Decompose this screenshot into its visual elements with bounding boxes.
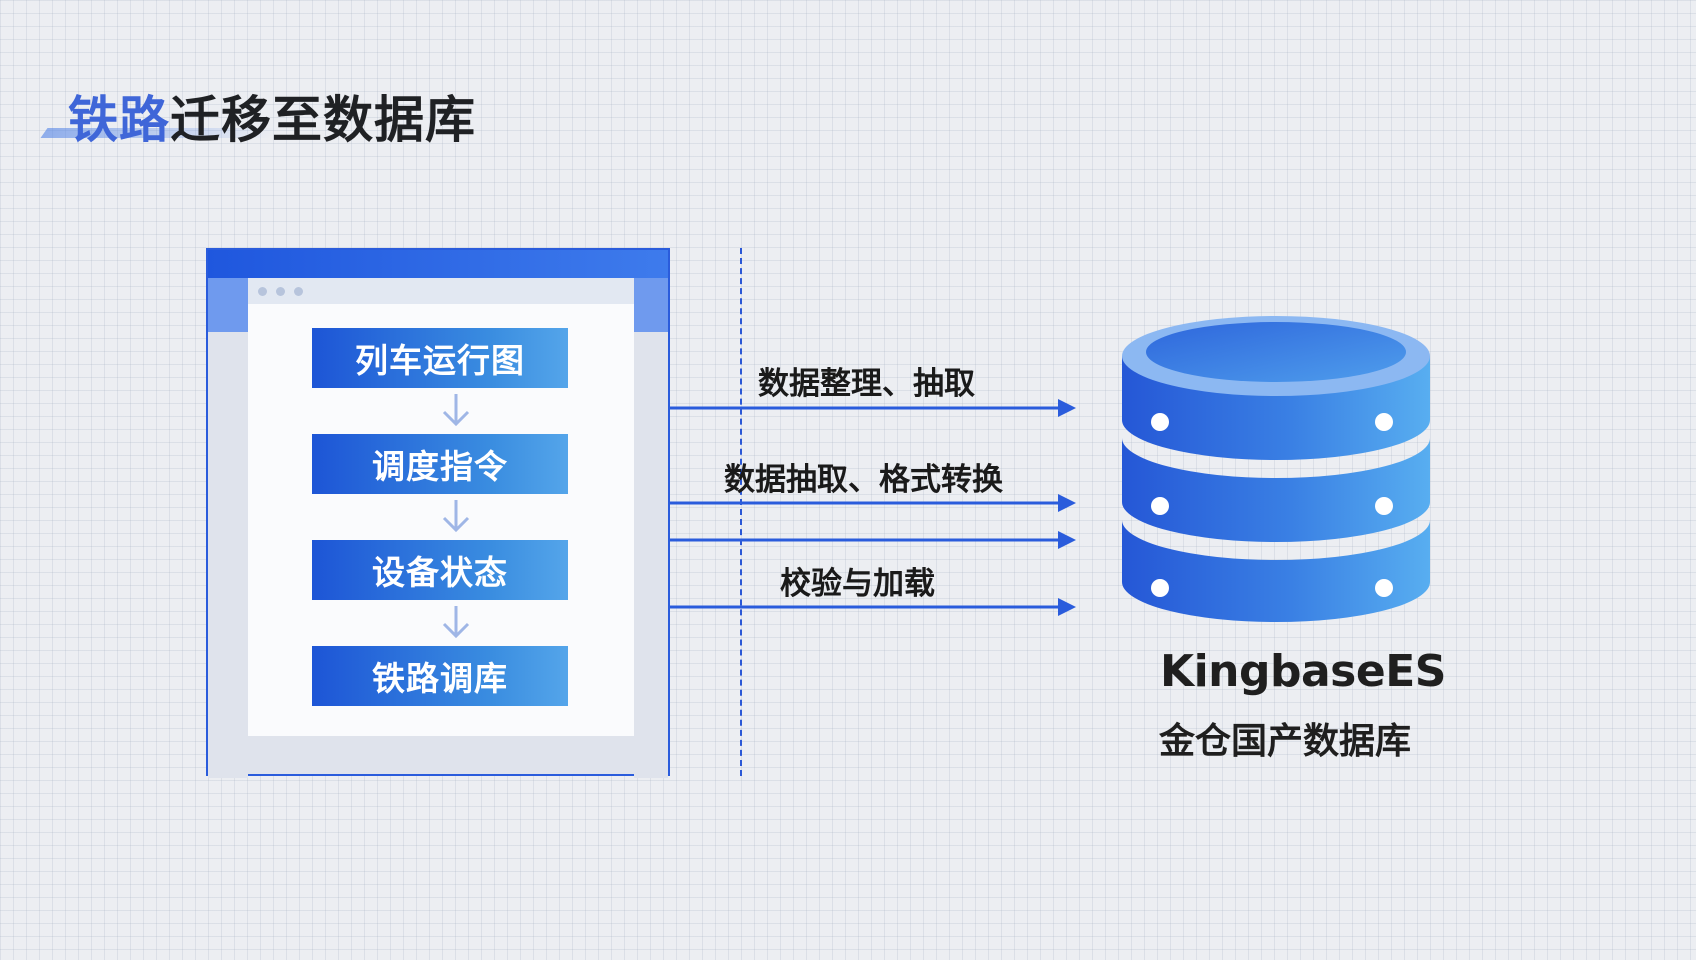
source-system-panel: 列车运行图 调度指令 设备状态 铁路调库 xyxy=(206,248,670,778)
window-dot-icon xyxy=(258,287,267,296)
database-name: KingbaseES xyxy=(1160,646,1446,697)
down-arrow-icon xyxy=(442,500,470,533)
panel-header-bar xyxy=(208,250,668,278)
arrow-label-extract: 数据整理、抽取 xyxy=(758,366,975,402)
flow-arrow xyxy=(670,494,1076,512)
arrow-label-transform: 数据抽取、格式转换 xyxy=(724,462,1003,498)
title-highlight: 铁路 xyxy=(68,91,170,149)
window-titlebar xyxy=(248,278,634,304)
step-device-status: 设备状态 xyxy=(312,540,568,600)
database-subtitle: 金仓国产数据库 xyxy=(1158,721,1411,762)
flow-arrow xyxy=(670,531,1076,549)
page-title: 铁路迁移至数据库 xyxy=(68,80,476,152)
step-rail-database: 铁路调库 xyxy=(312,646,568,706)
down-arrow-icon xyxy=(442,394,470,427)
title-rest: 迁移至数据库 xyxy=(170,91,476,149)
panel-left-frame xyxy=(208,278,248,778)
step-train-diagram: 列车运行图 xyxy=(312,328,568,388)
dashed-divider xyxy=(740,248,742,776)
flow-arrow xyxy=(670,598,1076,616)
flow-arrow xyxy=(670,399,1076,417)
title-area: 铁路迁移至数据库 xyxy=(40,70,504,152)
window-dot-icon xyxy=(294,287,303,296)
step-dispatch-command: 调度指令 xyxy=(312,434,568,494)
window-dot-icon xyxy=(276,287,285,296)
arrow-label-load: 校验与加载 xyxy=(780,566,935,602)
database-icon xyxy=(1122,316,1430,622)
down-arrow-icon xyxy=(442,606,470,639)
panel-right-frame xyxy=(634,278,668,778)
app-window: 列车运行图 调度指令 设备状态 铁路调库 xyxy=(248,278,634,736)
